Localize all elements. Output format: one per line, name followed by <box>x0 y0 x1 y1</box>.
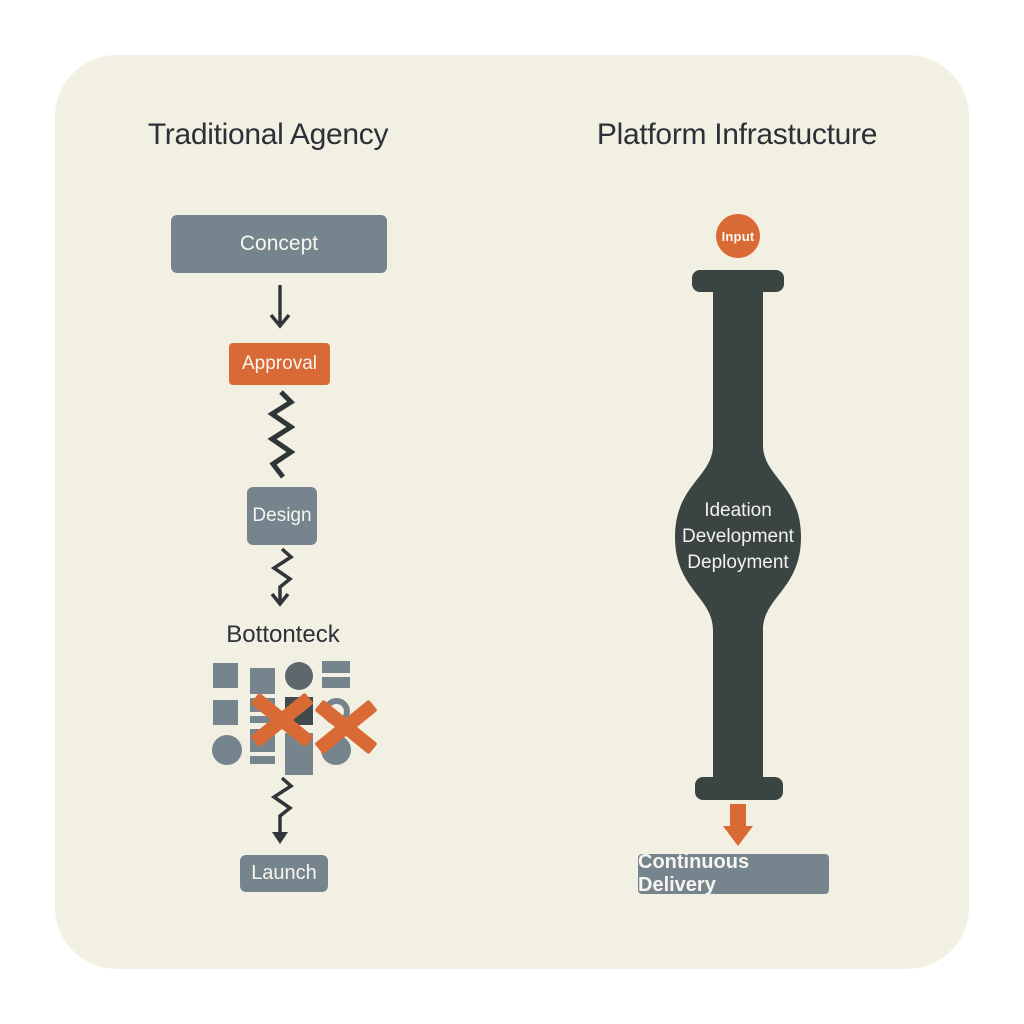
cluster-bar <box>250 716 275 723</box>
approval-box: Approval <box>229 343 330 385</box>
cluster-dark-circle <box>285 662 313 690</box>
x-mark-icon <box>247 685 317 755</box>
cluster-bar <box>250 756 275 764</box>
left-column-title: Traditional Agency <box>147 118 389 151</box>
pipeline-stage: Deployment <box>687 552 789 573</box>
launch-box: Launch <box>240 855 328 892</box>
pipeline-shape <box>675 270 801 800</box>
bottleneck-label: Bottonteck <box>226 621 340 648</box>
orange-down-arrow-icon <box>723 804 753 846</box>
pipeline-stages: Ideation Development Deployment <box>658 498 818 576</box>
input-label: Input <box>721 228 755 244</box>
down-arrow-icon <box>269 285 291 329</box>
cluster-square <box>213 663 238 688</box>
continuous-delivery-box: Continuous Delivery <box>638 851 829 896</box>
cluster-bar <box>250 668 275 694</box>
right-column-title: Platform Infrastucture <box>596 118 878 151</box>
pipeline-stage: Development <box>682 526 794 547</box>
cluster-circle <box>212 735 242 765</box>
input-circle: Input <box>716 214 760 258</box>
concept-box: Concept <box>171 215 387 273</box>
diagram-panel <box>55 55 969 969</box>
design-box: Design <box>247 487 317 545</box>
zigzag-arrow-icon <box>270 776 294 844</box>
cluster-bar <box>322 661 350 673</box>
zigzag-line-icon <box>267 390 295 479</box>
zigzag-arrow-icon <box>270 547 294 607</box>
cluster-square <box>213 700 238 725</box>
cluster-bar <box>322 677 350 688</box>
pipeline-stage: Ideation <box>704 500 772 521</box>
x-mark-icon <box>311 692 381 762</box>
